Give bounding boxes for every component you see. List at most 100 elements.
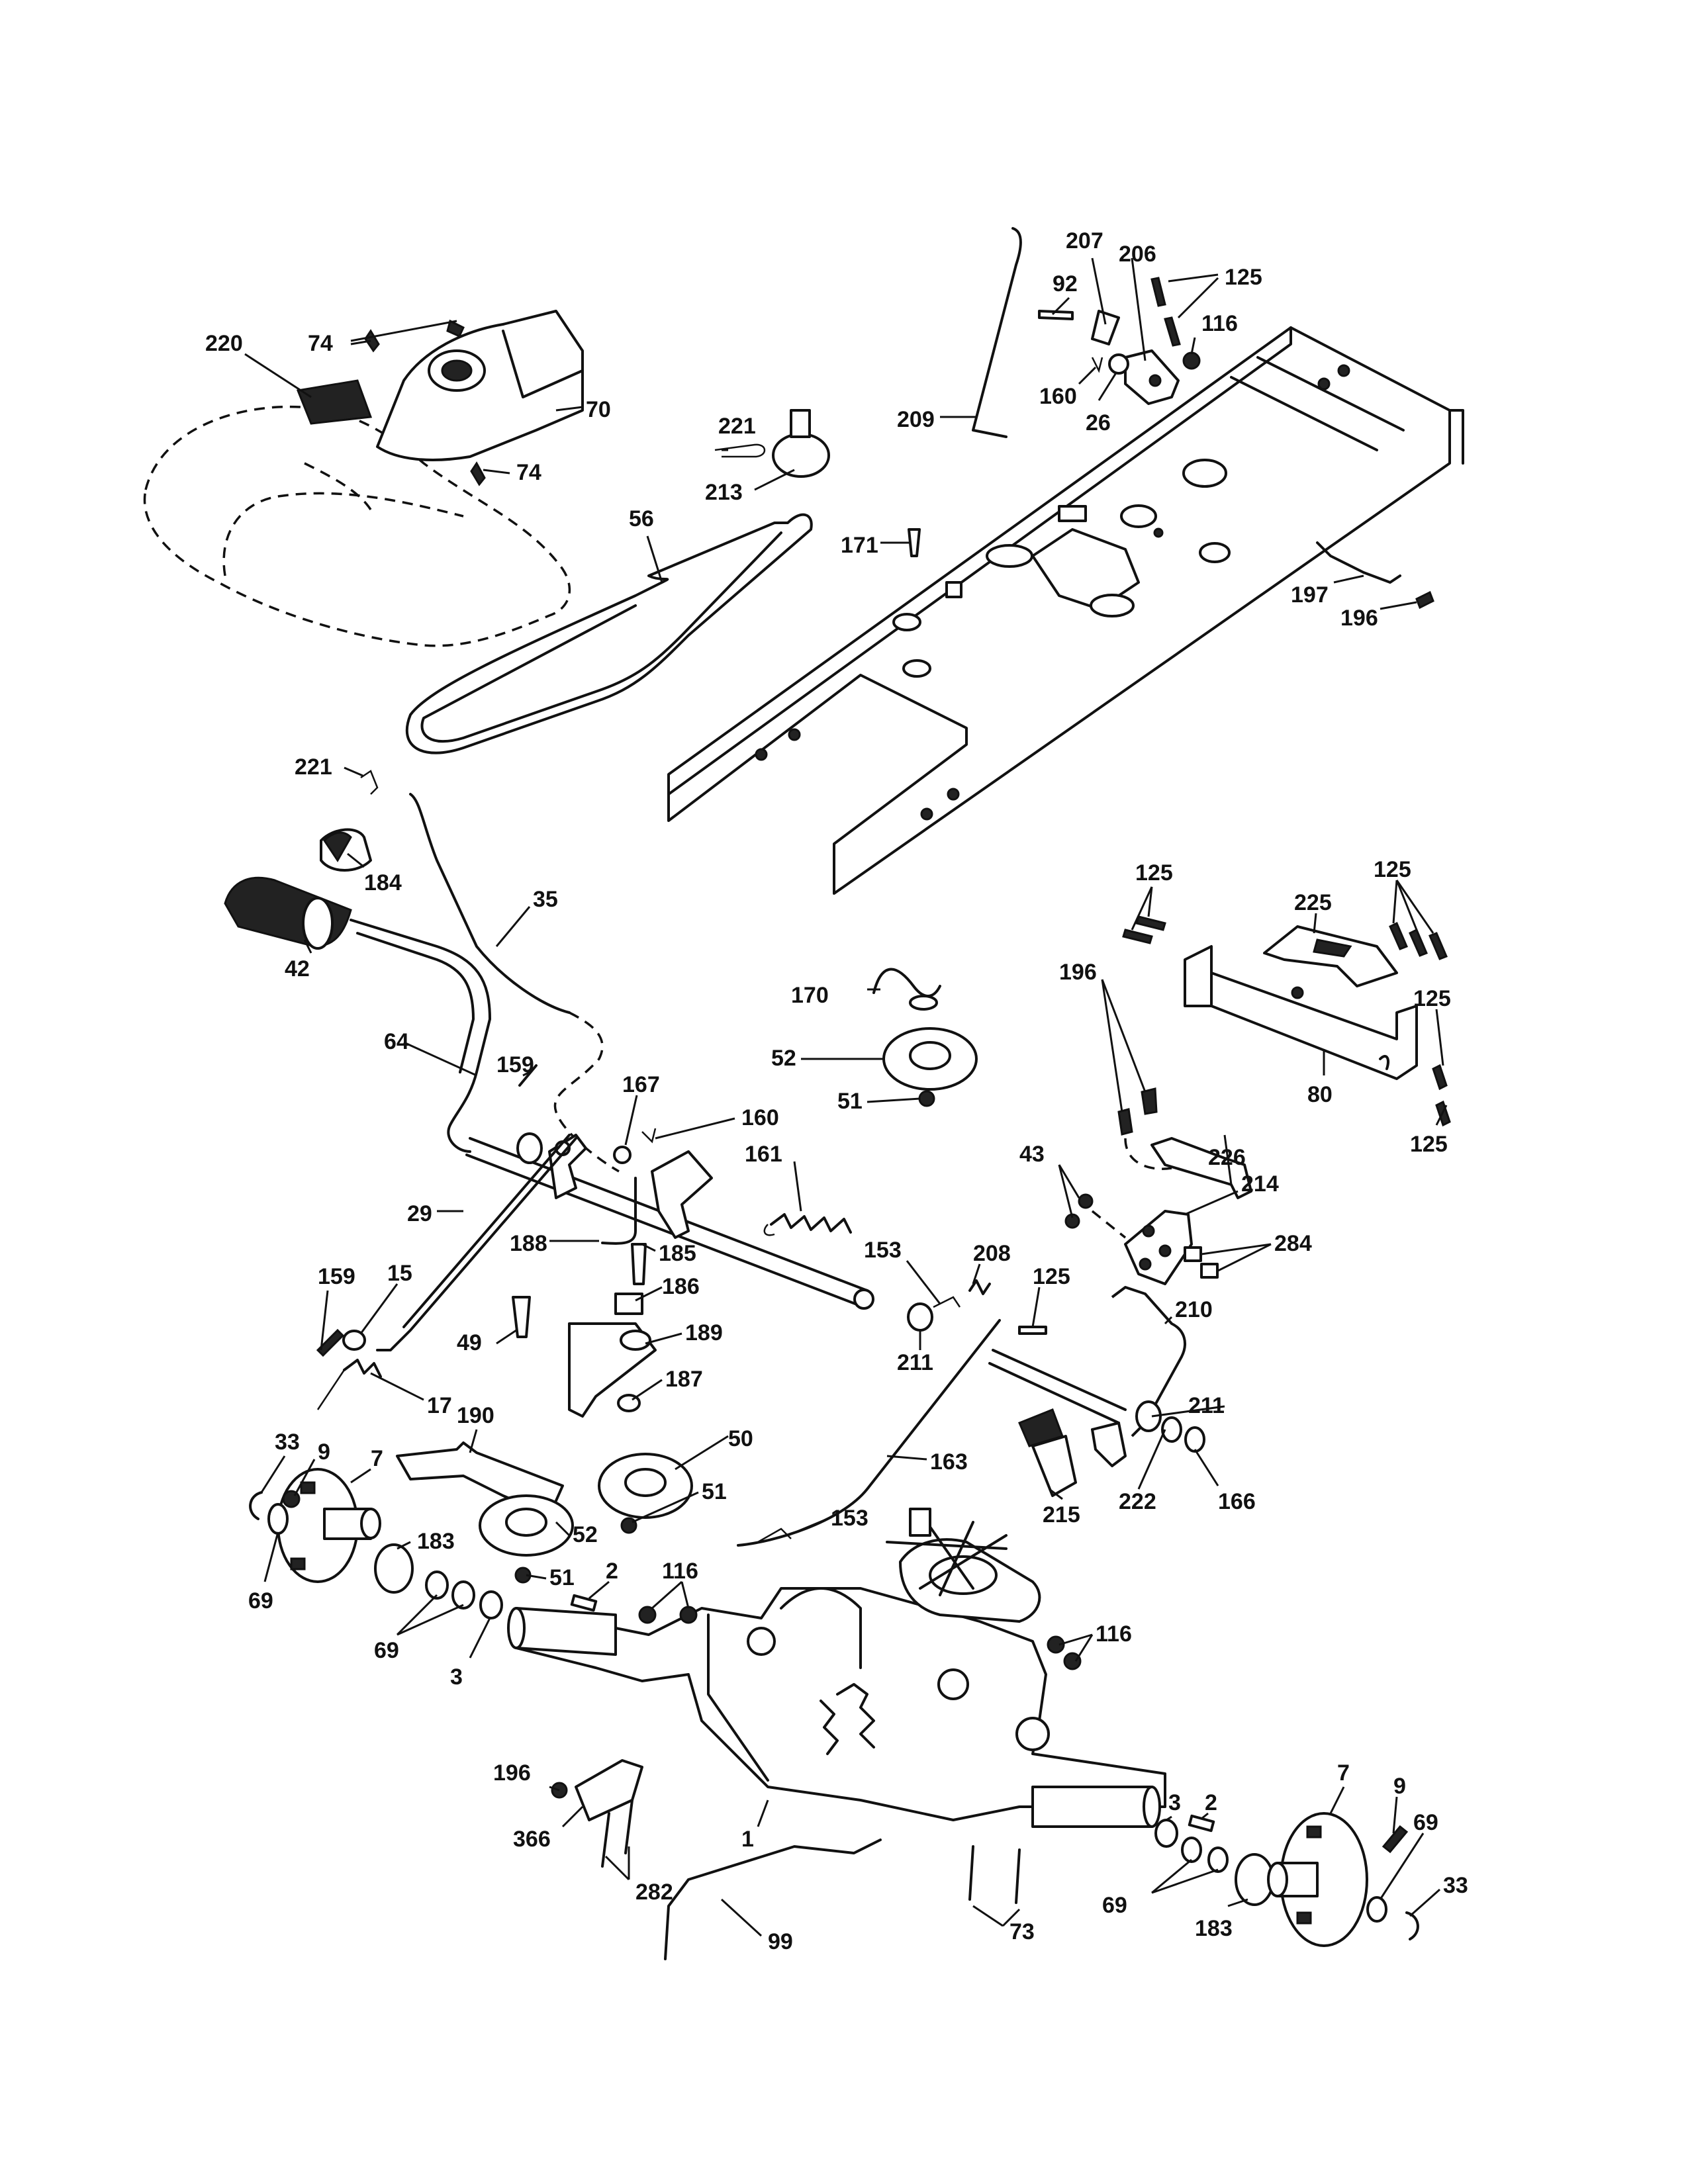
idler-pulley-52-top [882, 1027, 978, 1091]
callout-29: 29 [407, 1201, 432, 1226]
screw-74-mid [364, 329, 380, 353]
bracket-drop [1091, 1422, 1127, 1467]
clip-153-top [933, 1296, 961, 1308]
callout-206: 206 [1119, 242, 1156, 267]
callout-116-left: 116 [662, 1559, 698, 1584]
hub-7-right [1267, 1812, 1368, 1947]
callout-284: 284 [1274, 1231, 1312, 1256]
pin-159-top [518, 1064, 538, 1087]
callout-125-bracket-left: 125 [1135, 860, 1173, 886]
bolts-282 [601, 1799, 633, 1868]
callout-221-top: 221 [718, 414, 756, 439]
callout-163: 163 [930, 1449, 968, 1475]
axle-right [1031, 1786, 1161, 1828]
callout-69-right: 69 [1102, 1893, 1127, 1918]
washer-69-left [267, 1503, 289, 1535]
nuts-284 [1184, 1246, 1219, 1279]
callout-160-mid: 160 [741, 1105, 779, 1130]
bolt-92 [1038, 310, 1074, 320]
rod-188 [601, 1177, 637, 1245]
callout-125-top: 125 [1225, 265, 1262, 290]
callout-189: 189 [685, 1320, 723, 1345]
spring-17 [316, 1359, 382, 1410]
callout-166: 166 [1218, 1489, 1256, 1514]
bolts-196-right [1117, 1087, 1172, 1170]
fender-console [376, 310, 584, 461]
callout-69-left: 69 [248, 1588, 273, 1614]
pedal-215 [1018, 1408, 1077, 1497]
callout-92: 92 [1053, 271, 1078, 296]
bushing-186 [614, 1293, 643, 1315]
callout-52-low: 52 [573, 1522, 598, 1547]
callout-214: 214 [1241, 1171, 1279, 1197]
callout-184: 184 [364, 870, 402, 895]
plate-189 [568, 1322, 657, 1418]
arm-bracket [548, 1134, 587, 1199]
callout-42: 42 [285, 956, 310, 981]
bolt-171 [908, 528, 921, 557]
nut-51-top [918, 1090, 935, 1107]
bracket-206 [1124, 349, 1180, 405]
callout-220: 220 [205, 331, 243, 356]
callout-116-right: 116 [1096, 1621, 1132, 1647]
snap-ring-33-left [249, 1491, 263, 1520]
callout-153-low: 153 [831, 1506, 868, 1531]
callout-226: 226 [1208, 1145, 1246, 1170]
hub-7-left [277, 1468, 381, 1583]
callout-211-right: 211 [1188, 1393, 1225, 1418]
callout-196-top: 196 [1340, 606, 1378, 631]
handle-grip-42 [224, 876, 352, 950]
bolt-49 [512, 1296, 531, 1338]
callout-196-bracket: 196 [1059, 960, 1097, 985]
bracket-366 [575, 1759, 643, 1821]
pin-159-left [316, 1328, 345, 1357]
bolt-185 [631, 1243, 647, 1285]
rod-99 [664, 1839, 882, 1960]
callout-69-right-outer: 69 [1413, 1810, 1438, 1835]
callout-3-right: 3 [1168, 1790, 1181, 1815]
ring-26 [1108, 353, 1129, 375]
callout-3-left: 3 [450, 1664, 463, 1690]
bolts-73 [968, 1845, 1021, 1904]
callout-9-right: 9 [1393, 1774, 1406, 1799]
callout-185: 185 [659, 1241, 696, 1266]
callout-160-top: 160 [1039, 384, 1077, 409]
callout-26: 26 [1086, 410, 1111, 435]
bolt-9-right [1382, 1825, 1409, 1854]
callout-52-top: 52 [771, 1046, 796, 1071]
callout-161: 161 [745, 1142, 782, 1167]
callout-51-top: 51 [837, 1089, 863, 1114]
callout-215: 215 [1043, 1502, 1080, 1527]
callout-171: 171 [841, 533, 878, 558]
callout-33-left: 33 [275, 1430, 300, 1455]
callout-51-low: 51 [549, 1565, 575, 1590]
callout-196-low: 196 [493, 1760, 531, 1786]
bracket-80 [1184, 945, 1418, 1080]
callout-153-top: 153 [864, 1238, 902, 1263]
callout-33-right: 33 [1443, 1873, 1468, 1898]
callout-183-right: 183 [1195, 1916, 1233, 1941]
callout-187: 187 [665, 1367, 703, 1392]
shift-lever [972, 227, 1022, 438]
callout-207: 207 [1066, 228, 1103, 253]
callout-35: 35 [533, 887, 558, 912]
link-rod-29 [376, 1134, 577, 1351]
washers-69-right [1181, 1837, 1229, 1873]
washer-69-right-outer [1366, 1896, 1387, 1923]
bolt-125-mid [1018, 1326, 1047, 1335]
callout-74-low: 74 [516, 460, 541, 485]
transaxle-assembly [515, 1508, 1166, 1821]
callout-213: 213 [705, 480, 743, 505]
callout-183-left: 183 [417, 1529, 455, 1554]
callout-188: 188 [510, 1231, 547, 1256]
screw-74-low [470, 461, 486, 486]
clip-160-top [1091, 357, 1103, 373]
callout-125-mid: 125 [1033, 1264, 1070, 1289]
lift-shaft-64 [350, 919, 491, 1153]
knob-213 [772, 409, 830, 478]
plate-225 [1263, 925, 1398, 987]
callout-186: 186 [662, 1274, 700, 1299]
callout-73: 73 [1009, 1919, 1035, 1944]
callout-159-left: 159 [318, 1264, 355, 1289]
callout-2-left: 2 [606, 1559, 618, 1584]
